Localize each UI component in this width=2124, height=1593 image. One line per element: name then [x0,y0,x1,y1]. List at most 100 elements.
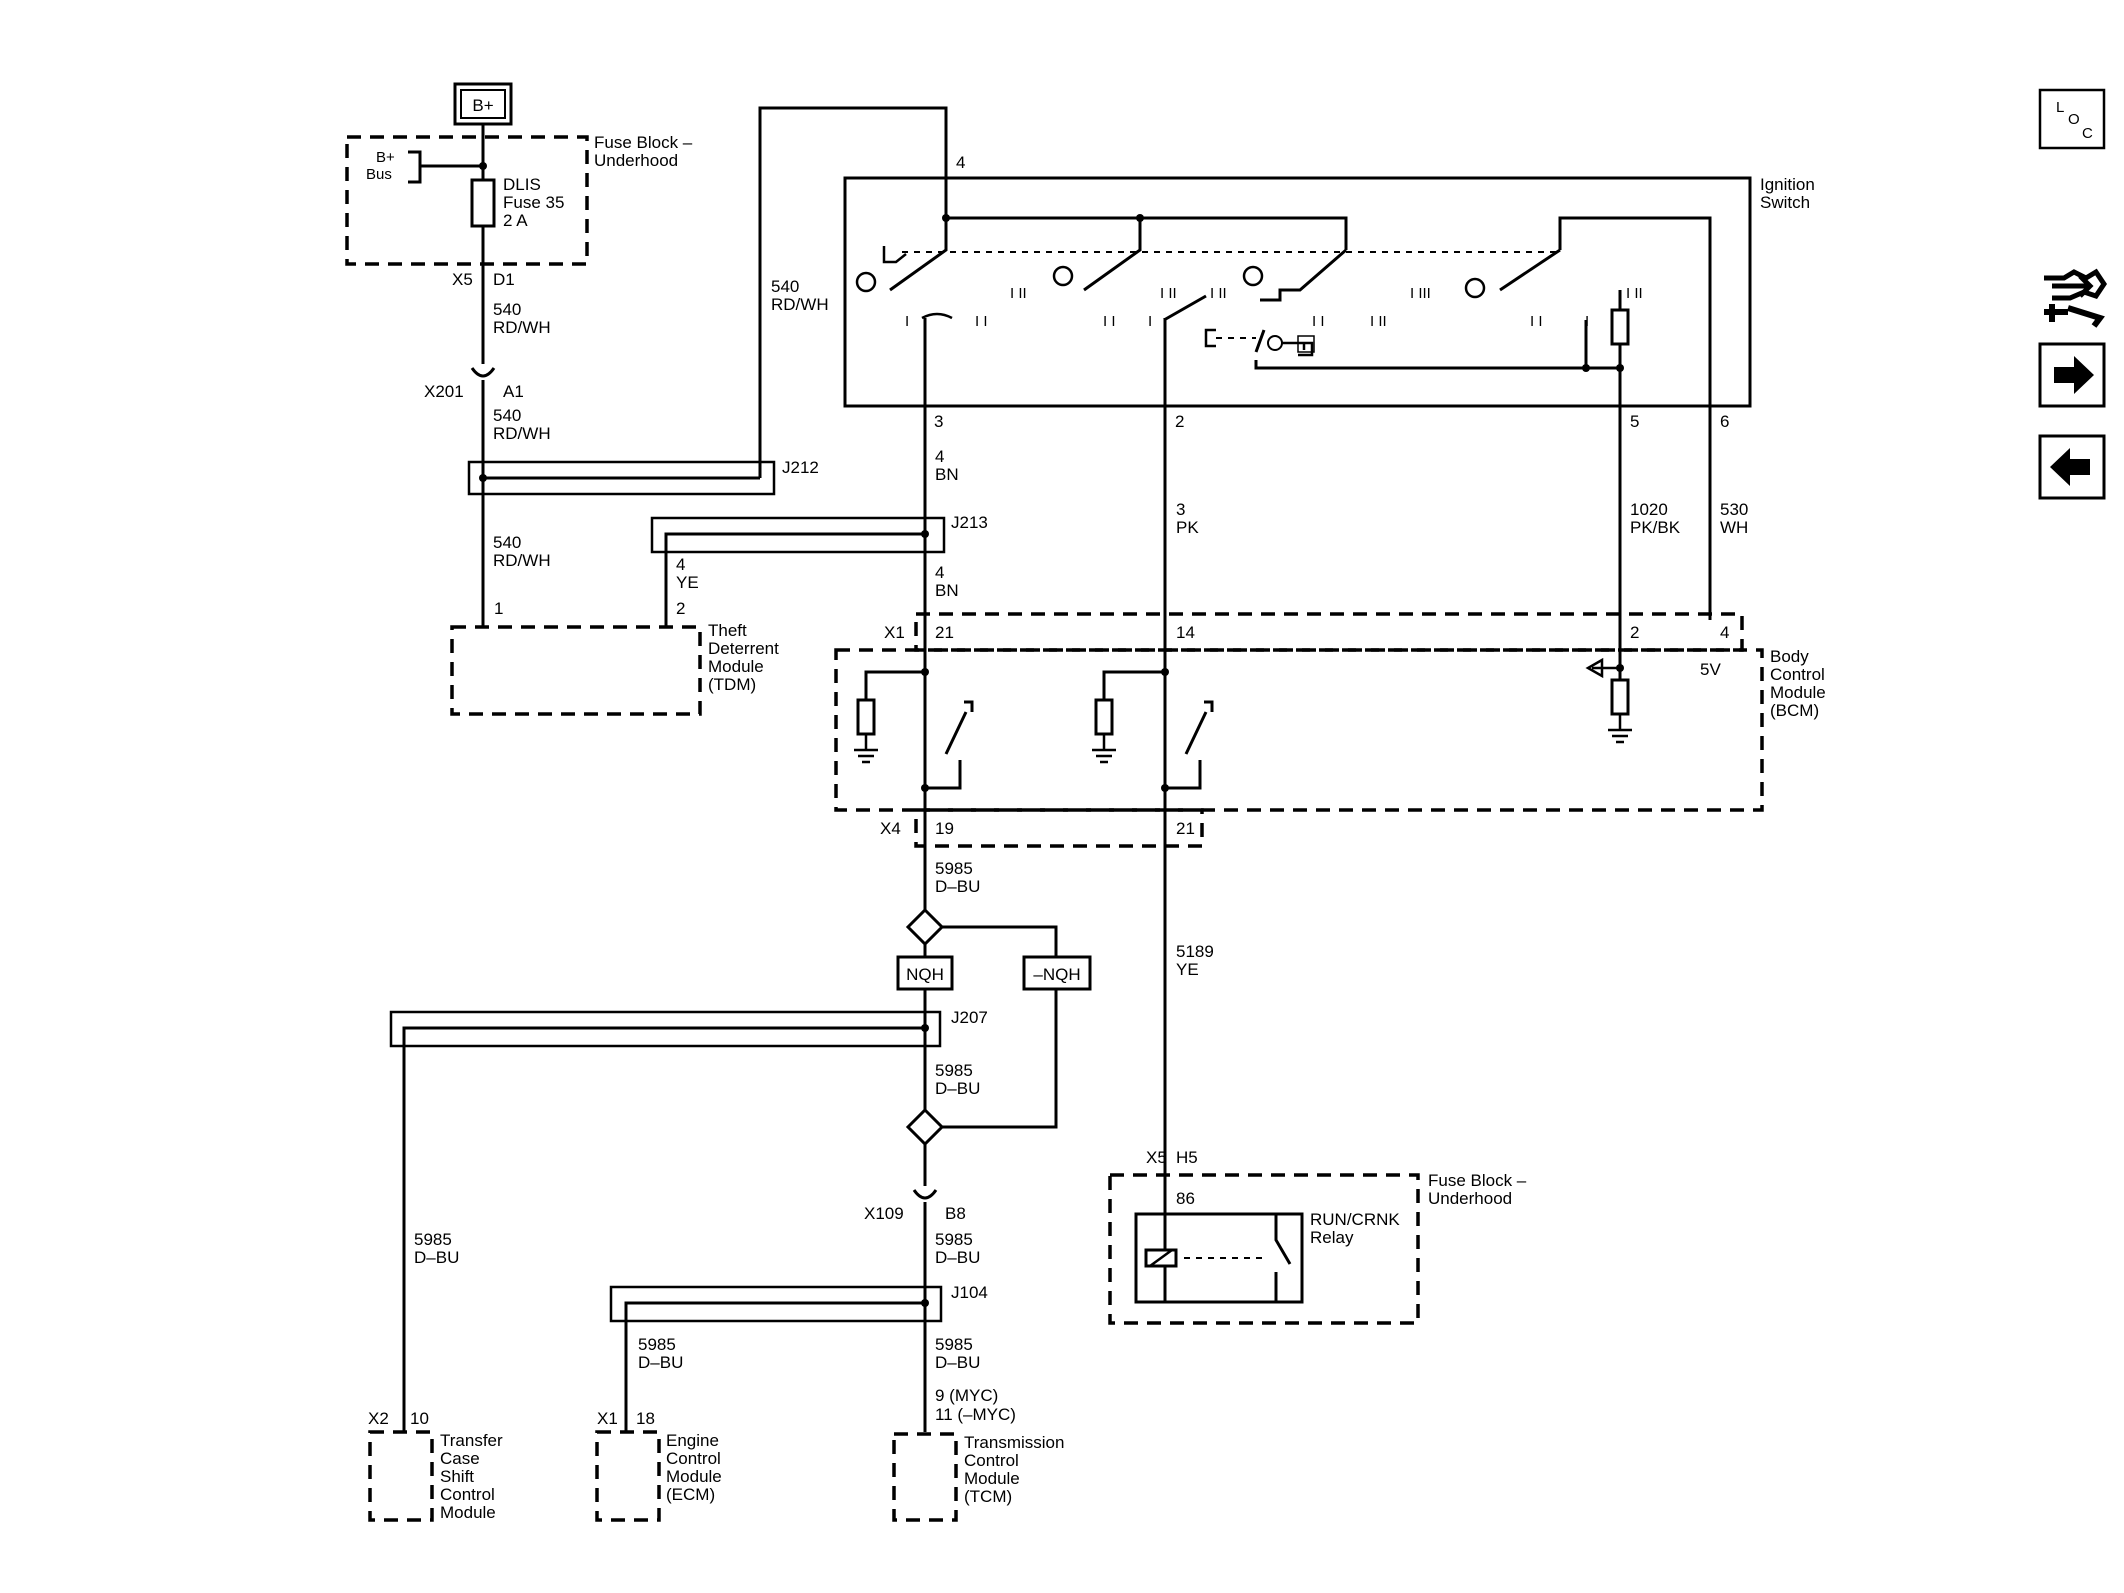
svg-text:540: 540 [493,406,521,425]
svg-text:YE: YE [1176,960,1199,979]
svg-text:B+: B+ [472,96,493,115]
tools-button[interactable] [2044,268,2108,328]
svg-text:Fuse 35: Fuse 35 [503,193,564,212]
svg-text:(BCM): (BCM) [1770,701,1819,720]
svg-text:I I: I I [1103,313,1116,330]
svg-text:Theft: Theft [708,621,747,640]
svg-text:1: 1 [494,599,503,618]
svg-text:540: 540 [493,533,521,552]
theft-deterrent-module: 1 2 Theft Deterrent Module (TDM) [450,599,779,716]
svg-text:D–BU: D–BU [935,1079,980,1098]
svg-text:Module: Module [440,1503,496,1522]
svg-text:BN: BN [935,465,959,484]
svg-text:D1: D1 [493,270,515,289]
svg-text:H5: H5 [1176,1148,1198,1167]
svg-text:Deterrent: Deterrent [708,639,779,658]
svg-text:2: 2 [1175,412,1184,431]
svg-text:2: 2 [676,599,685,618]
svg-text:Control: Control [666,1449,721,1468]
svg-text:J212: J212 [782,458,819,477]
svg-text:21: 21 [1176,819,1195,838]
svg-text:D–BU: D–BU [935,1248,980,1267]
svg-text:O: O [2068,111,2080,128]
svg-text:RUN/CRNK: RUN/CRNK [1310,1210,1400,1229]
engine-control-module: X1 18 Engine Control Module (ECM) [595,1409,722,1522]
svg-text:Underhood: Underhood [594,151,678,170]
svg-text:I II: I II [1626,285,1643,302]
svg-text:Control: Control [964,1451,1019,1470]
body-control-module: X1 21 14 2 4 5V Body Control Module (BCM… [834,612,1826,848]
svg-text:5985: 5985 [935,1061,973,1080]
svg-text:J104: J104 [951,1283,988,1302]
svg-text:Fuse Block –: Fuse Block – [594,133,693,152]
bplus-supply: B+ [453,82,513,126]
svg-text:Switch: Switch [1760,193,1810,212]
option-split-2 [905,1107,945,1147]
svg-text:I II: I II [1160,285,1177,302]
svg-text:X109: X109 [864,1204,904,1223]
svg-text:14: 14 [1176,623,1195,642]
svg-text:4: 4 [1720,623,1729,642]
svg-text:I I: I I [1530,313,1543,330]
svg-text:Underhood: Underhood [1428,1189,1512,1208]
svg-text:Control: Control [440,1485,495,1504]
svg-text:4: 4 [935,447,944,466]
svg-text:X1: X1 [597,1409,618,1428]
svg-text:Transfer: Transfer [440,1431,503,1450]
svg-text:Shift: Shift [440,1467,474,1486]
fuse-block-underhood-top: Fuse Block – Underhood [345,133,693,266]
svg-text:2 A: 2 A [503,211,528,230]
svg-text:3: 3 [934,412,943,431]
svg-text:D–BU: D–BU [935,1353,980,1372]
svg-text:D–BU: D–BU [414,1248,459,1267]
prev-button[interactable] [2038,434,2106,500]
svg-text:J207: J207 [951,1008,988,1027]
loc-button[interactable]: L O C [2038,88,2106,150]
svg-text:10: 10 [410,1409,429,1428]
svg-text:B+: B+ [376,149,395,166]
svg-text:Fuse Block –: Fuse Block – [1428,1171,1527,1190]
svg-text:RD/WH: RD/WH [493,424,551,443]
svg-text:1020: 1020 [1630,500,1668,519]
svg-text:X5: X5 [1146,1148,1167,1167]
svg-text:540: 540 [493,300,521,319]
svg-text:5985: 5985 [414,1230,452,1249]
svg-text:BN: BN [935,581,959,600]
svg-text:Case: Case [440,1449,480,1468]
key-icon [1267,335,1315,357]
svg-text:(TCM): (TCM) [964,1487,1012,1506]
connector-x109 [912,1189,938,1200]
svg-text:18: 18 [636,1409,655,1428]
svg-text:I II: I II [1370,313,1387,330]
svg-text:DLIS: DLIS [503,175,541,194]
splice-j213: J213 [650,513,988,618]
svg-text:I II: I II [1010,285,1027,302]
option-nqh: NQH [896,955,954,991]
arrow-left-icon [2050,448,2090,486]
svg-text:21: 21 [935,623,954,642]
svg-text:C: C [2082,125,2093,142]
svg-text:NQH: NQH [906,965,944,984]
svg-text:86: 86 [1176,1189,1195,1208]
svg-text:4: 4 [935,563,944,582]
svg-text:(TDM): (TDM) [708,675,756,694]
svg-text:19: 19 [935,819,954,838]
svg-text:A1: A1 [503,382,524,401]
svg-text:RD/WH: RD/WH [493,551,551,570]
svg-text:5985: 5985 [638,1335,676,1354]
svg-text:Engine: Engine [666,1431,719,1450]
svg-text:B8: B8 [945,1204,966,1223]
svg-text:4: 4 [676,555,685,574]
svg-text:I III: I III [1410,285,1431,302]
svg-text:540: 540 [771,277,799,296]
transmission-control-module: 9 (MYC) 11 (–MYC) Transmission Control M… [892,1386,1064,1522]
svg-text:RD/WH: RD/WH [493,318,551,337]
fuse-dlis-35: DLIS Fuse 35 2 A [470,175,564,230]
next-button[interactable] [2038,342,2106,408]
svg-text:6: 6 [1720,412,1729,431]
svg-text:Relay: Relay [1310,1228,1354,1247]
splice-j212: J212 [467,458,819,496]
svg-text:X4: X4 [880,819,901,838]
fuse-block-underhood-relay: X5 H5 86 Fuse Block – Underhood RUN/CRNK… [1108,1148,1527,1325]
